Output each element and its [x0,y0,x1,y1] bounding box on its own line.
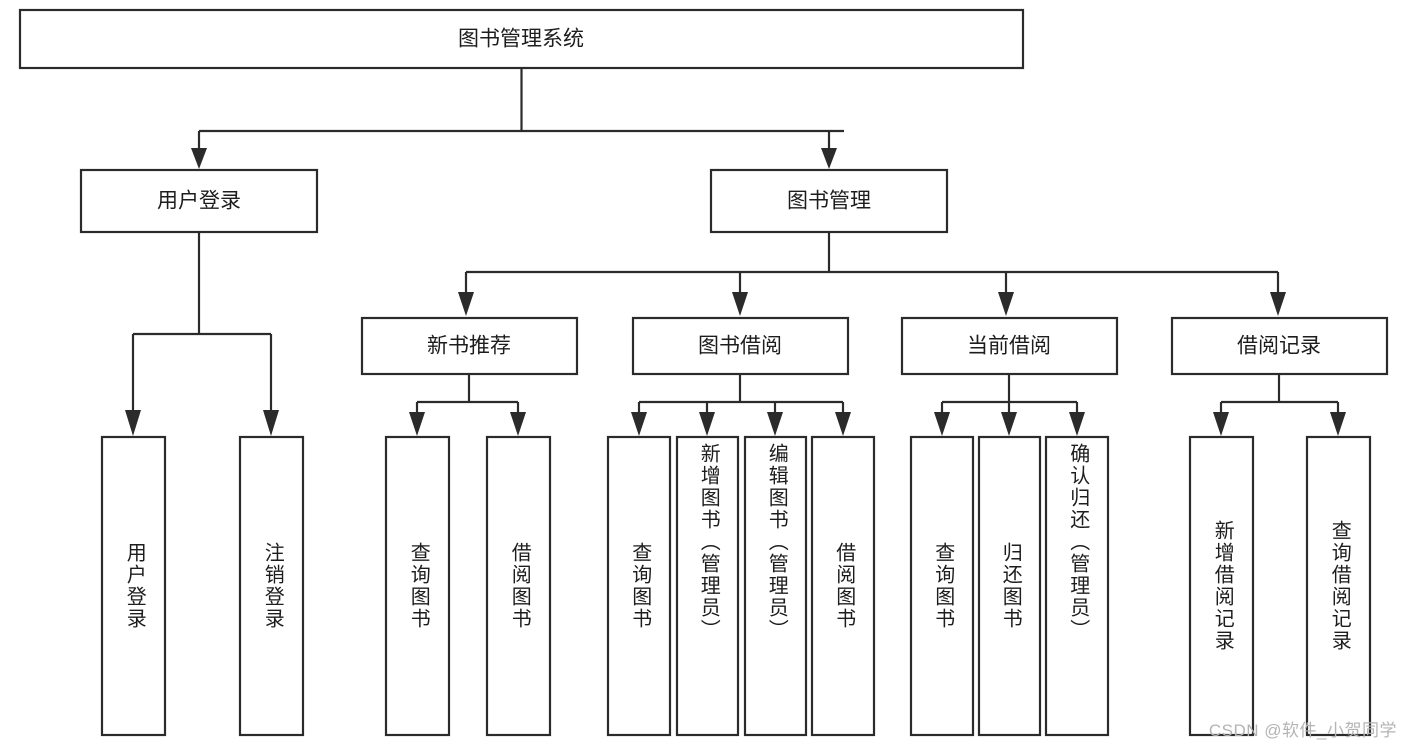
node-borrow-record[interactable]: 借阅记录 [1170,316,1389,376]
node-new-book-recommend[interactable]: 新书推荐 [360,316,579,376]
node-user-login-box[interactable] [79,168,319,234]
node-borrow-record-box[interactable] [1170,316,1389,376]
node-new-book-recommend-label: 新书推荐 [427,335,511,358]
arrow-to-leaf-query-book-3 [934,412,950,436]
node-leaf-query-book-2-box[interactable] [606,435,672,737]
arrow-to-current-borrow [998,292,1014,316]
node-leaf-query-book-1-box[interactable] [384,435,451,737]
arrow-to-user-login [191,148,207,169]
node-leaf-borrow-book-1-box[interactable] [485,435,552,737]
node-root-label: 图书管理系统 [458,28,584,51]
node-leaf-user-login-box[interactable] [100,435,167,737]
node-root[interactable]: 图书管理系统 [18,8,1025,70]
node-leaf-query-book-3-box[interactable] [909,435,975,737]
arrow-to-leaf-user-login [125,410,141,436]
node-leaf-return-book-box[interactable] [977,435,1042,737]
node-book-manage-box[interactable] [709,168,949,234]
arrow-to-leaf-add-book [699,412,715,436]
node-current-borrow[interactable]: 当前借阅 [900,316,1119,376]
arrow-to-leaf-query-record [1330,412,1346,436]
csdn-watermark: CSDN @软件_小贺同学 [1208,721,1397,740]
node-root-box[interactable] [18,8,1025,70]
node-book-manage-label: 图书管理 [787,190,871,213]
arrow-to-leaf-confirm-return [1069,412,1085,436]
node-leaf-user-logout-box[interactable] [238,435,305,737]
leaf-boxes-group [100,435,1372,737]
node-borrow-record-label: 借阅记录 [1237,335,1321,358]
node-user-login-label: 用户登录 [157,190,241,213]
arrow-to-leaf-query-book-2 [631,412,647,436]
connectors-group [125,68,1346,436]
node-user-login[interactable]: 用户登录 [79,168,319,234]
arrow-to-leaf-borrow-book-2 [835,412,851,436]
node-book-manage[interactable]: 图书管理 [709,168,949,234]
node-leaf-edit-book-box[interactable] [743,435,808,737]
node-leaf-borrow-book-2-box[interactable] [810,435,876,737]
arrow-to-borrow-record [1270,292,1286,316]
arrow-to-leaf-add-record [1213,412,1229,436]
arrow-to-leaf-edit-book [767,412,783,436]
node-book-borrow-label: 图书借阅 [698,335,782,358]
arrow-to-leaf-return-book [1001,412,1017,436]
arrow-to-leaf-user-logout [263,410,279,436]
arrow-to-leaf-query-book-1 [409,412,425,436]
node-new-book-recommend-box[interactable] [360,316,579,376]
arrow-to-book-manage [821,148,837,169]
node-current-borrow-label: 当前借阅 [967,335,1051,358]
node-leaf-query-record-box[interactable] [1305,435,1372,737]
arrow-to-book-borrow [732,292,748,316]
node-leaf-confirm-return-box[interactable] [1044,435,1110,737]
arrow-to-new-book-recommend [458,292,474,316]
node-current-borrow-box[interactable] [900,316,1119,376]
node-book-borrow[interactable]: 图书借阅 [631,316,850,376]
node-book-borrow-box[interactable] [631,316,850,376]
node-leaf-add-record-box[interactable] [1188,435,1255,737]
node-leaf-add-book-box[interactable] [675,435,740,737]
arrow-to-leaf-borrow-book-1 [510,412,526,436]
